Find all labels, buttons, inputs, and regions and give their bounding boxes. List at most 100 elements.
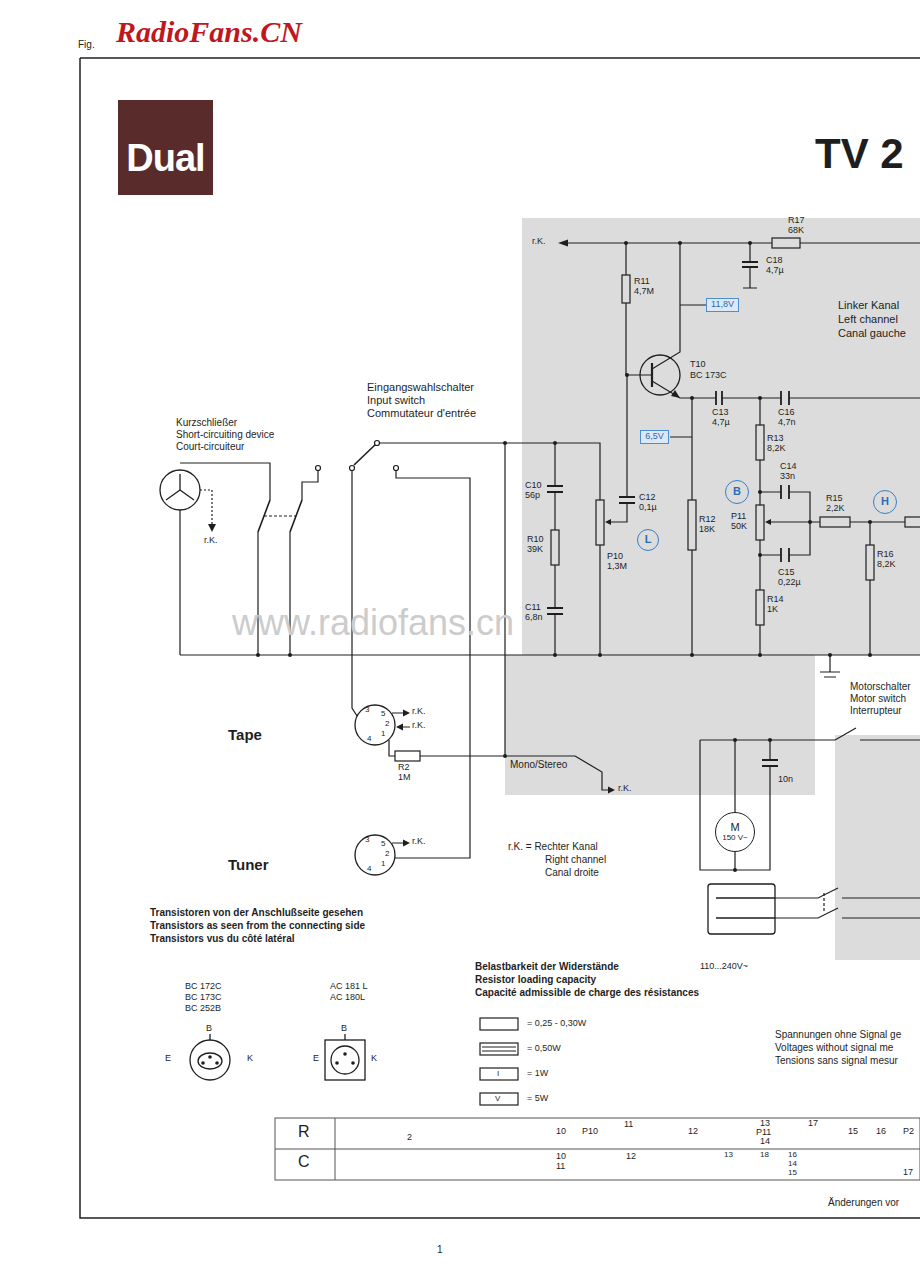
junction-dot xyxy=(758,653,762,657)
node-text: L xyxy=(645,534,652,546)
schematic-label: C13 xyxy=(712,408,729,417)
schematic-label: Mono/Stereo xyxy=(510,760,567,771)
schematic-label: 1,3M xyxy=(607,562,627,571)
wire xyxy=(180,243,920,918)
switch-contact xyxy=(394,466,399,471)
schematic-label: 10 xyxy=(556,1152,566,1161)
voltage-box: 6,5V xyxy=(640,430,669,444)
transistor-pinout xyxy=(331,1046,359,1074)
schematic-label: C12 xyxy=(639,493,656,502)
schematic-label: 8,2K xyxy=(767,444,786,453)
schematic-label: r.K. xyxy=(204,536,218,545)
junction-dot xyxy=(758,490,762,494)
resistor-symbol xyxy=(395,751,420,761)
junction-dot xyxy=(758,553,762,557)
schematic-label: 14 xyxy=(760,1137,770,1146)
schematic-label: r.K. xyxy=(412,837,426,846)
schematic-label: C14 xyxy=(780,462,797,471)
din-socket xyxy=(355,835,395,875)
schematic-label: Transistors vus du côté latéral xyxy=(150,934,295,945)
schematic-label: 4,7M xyxy=(634,287,654,296)
schematic-label: E xyxy=(313,1054,319,1063)
junction-dot xyxy=(733,868,737,872)
schematic-label: 4,7µ xyxy=(766,266,784,275)
schematic-label: 3 xyxy=(365,836,369,844)
schematic-label: I xyxy=(497,1070,499,1078)
schematic-label: Motorschalter xyxy=(850,682,911,693)
pin-dot xyxy=(208,1055,212,1059)
voltage-box: 11,8V xyxy=(706,298,739,312)
schematic-label: 17 xyxy=(903,1168,913,1177)
arrow-head xyxy=(558,240,568,247)
switch-contact xyxy=(350,466,355,471)
arrow-head xyxy=(403,710,410,717)
watermark: www.radiofans.cn xyxy=(232,604,514,642)
test-point: B xyxy=(725,480,749,504)
parts-table xyxy=(275,1118,920,1180)
schematic-label: R15 xyxy=(826,494,843,503)
transistor-pinout xyxy=(198,1053,222,1069)
arrow-head xyxy=(396,724,403,731)
resistor-symbol xyxy=(480,1018,518,1030)
schematic-label: R2 xyxy=(398,763,410,772)
schematic-label: 11 xyxy=(624,1120,633,1129)
schematic-label: = 0,50W xyxy=(527,1044,561,1053)
transistor-pinout xyxy=(325,1040,365,1080)
schematic-label: R10 xyxy=(527,535,544,544)
schematic-label: 1 xyxy=(381,730,385,738)
pin-dot xyxy=(343,1052,347,1056)
junction-dot xyxy=(868,653,872,657)
schematic-label: = 1W xyxy=(527,1069,548,1078)
schematic-label: 56p xyxy=(525,491,540,500)
schematic-label: 4,7n xyxy=(778,418,796,427)
schematic-label: r.K. xyxy=(618,784,632,793)
schematic-label: R11 xyxy=(634,277,650,286)
junction-dot xyxy=(553,441,557,445)
schematic-label: 13 xyxy=(724,1151,733,1159)
schematic-label: R12 xyxy=(699,515,716,524)
shaded-panel xyxy=(522,218,920,655)
switch-contact xyxy=(375,441,380,446)
switch-contact xyxy=(316,441,399,471)
schematic-label: AC 180L xyxy=(330,993,365,1002)
junction-dot xyxy=(553,653,557,657)
transistor-symbol xyxy=(640,355,680,395)
schematic-label: 50K xyxy=(731,522,747,531)
mains-plug xyxy=(716,898,775,918)
schematic-label: 8,2K xyxy=(877,560,896,569)
wire xyxy=(258,500,302,532)
schematic-label: TV 2 xyxy=(815,132,904,176)
short-circuit-socket xyxy=(166,474,194,500)
schematic-label: Input switch xyxy=(367,395,425,407)
schematic-label: 33n xyxy=(780,472,795,481)
schematic-label: 2 xyxy=(385,720,389,728)
resistor-symbol xyxy=(905,517,920,527)
capacitor-plate xyxy=(547,262,789,766)
pin-dot xyxy=(201,1052,355,1065)
mains-plug xyxy=(708,884,775,934)
junction-dot xyxy=(256,653,260,657)
node-text: 11,8V xyxy=(711,300,734,309)
shaded-panel xyxy=(835,735,920,960)
junction-dot xyxy=(598,653,602,657)
resistor-symbol xyxy=(551,530,559,565)
watermark: RadioFans.CN xyxy=(116,16,302,48)
junction-dot xyxy=(808,520,812,524)
resistor-symbol xyxy=(688,500,696,550)
pin-dot xyxy=(201,1061,205,1065)
schematic-label: 12 xyxy=(688,1127,698,1136)
schematic-label: R14 xyxy=(767,595,784,604)
schematic-label: C10 xyxy=(525,481,542,490)
schematic-label: R13 xyxy=(767,434,784,443)
arrow-head xyxy=(765,519,771,525)
schematic-label: r.K. = Rechter Kanal xyxy=(508,842,598,853)
junction-dot xyxy=(503,441,507,445)
wire xyxy=(264,516,824,913)
resistor-symbol xyxy=(480,1093,518,1105)
pin-dot xyxy=(215,1061,219,1065)
schematic-label: 2 xyxy=(385,850,389,858)
resistor-symbol xyxy=(866,545,874,580)
schematic-label: R16 xyxy=(877,550,894,559)
schematic-label: 2 xyxy=(407,1133,412,1142)
